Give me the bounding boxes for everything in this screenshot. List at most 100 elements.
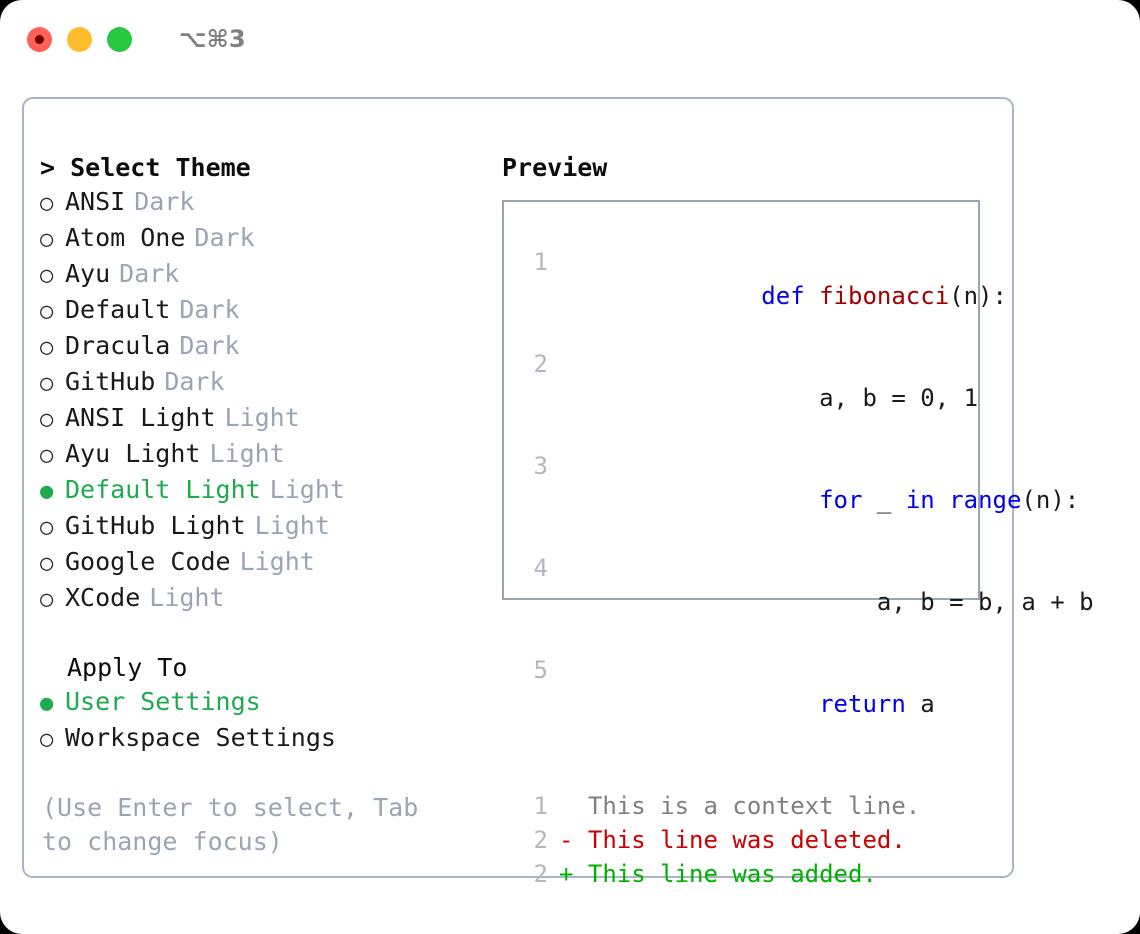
code-token: (n): [1021, 486, 1080, 514]
theme-kind-label: Light [269, 475, 345, 504]
radio-icon: ○ [40, 407, 54, 432]
line-number: 3 [533, 452, 548, 480]
line-number: 2 [533, 350, 548, 378]
theme-name: Dracula [65, 331, 171, 360]
apply-to-option-user-settings[interactable]: ● User Settings [40, 685, 494, 721]
theme-list-item[interactable]: ○ Dracula Dark [40, 329, 494, 365]
close-icon [35, 34, 44, 44]
title-bar: ⌥⌘3 [0, 0, 1140, 78]
theme-name: Ayu Light [65, 439, 201, 468]
theme-list-item[interactable]: ○ GitHub Dark [40, 365, 494, 401]
theme-kind-label: Dark [179, 295, 240, 324]
theme-kind-label: Light [149, 583, 225, 612]
preview-box: 1 def fibonacci(n): 2 a, b = 0, 1 3 [502, 200, 1094, 888]
theme-list-item[interactable]: ○ GitHub Light Light [40, 509, 494, 545]
apply-to-option-workspace-settings[interactable]: ○ Workspace Settings [40, 721, 494, 757]
theme-kind-label: Dark [164, 367, 225, 396]
theme-list-item[interactable]: ○ Google Code Light [40, 545, 494, 581]
theme-list-item[interactable]: ○ ANSI Light Light [40, 401, 494, 437]
code-line: 3 for _ in range(n): [520, 449, 1080, 551]
apply-to-option-label: Workspace Settings [65, 723, 336, 752]
radio-icon: ○ [40, 263, 54, 288]
radio-icon-selected: ● [40, 479, 54, 504]
theme-kind-label: Dark [179, 331, 240, 360]
diff-line-deleted: 2 - This line was deleted. [520, 823, 978, 857]
line-number: 1 [533, 248, 548, 276]
theme-name: Google Code [65, 547, 231, 576]
diff-sign [559, 789, 573, 823]
theme-picker-column: > Select Theme ○ ANSI Dark ○ Atom One Da… [24, 99, 494, 876]
apply-to-heading: Apply To [67, 653, 188, 682]
diff-line-added: 2 + This line was added. [520, 857, 978, 891]
code-token: def [761, 282, 820, 310]
theme-kind-label: Light [254, 511, 330, 540]
code-line: 2 a, b = 0, 1 [520, 347, 979, 449]
radio-icon: ○ [40, 335, 54, 360]
code-blank-line [520, 755, 978, 789]
radio-icon: ○ [40, 551, 54, 576]
theme-list-item[interactable]: ○ Default Dark [40, 293, 494, 329]
code-line: 1 def fibonacci(n): [520, 245, 1007, 347]
theme-name: GitHub Light [65, 511, 246, 540]
theme-list-item[interactable]: ○ Ayu Light Light [40, 437, 494, 473]
theme-kind-label: Light [239, 547, 315, 576]
code-line: 4 a, b = b, a + b [520, 551, 1094, 653]
radio-icon: ○ [40, 443, 54, 468]
radio-icon: ○ [40, 299, 54, 324]
code-token [761, 690, 819, 718]
radio-icon: ○ [40, 227, 54, 252]
radio-icon: ○ [40, 191, 54, 216]
theme-list-item-selected[interactable]: ● Default Light Light [40, 473, 494, 509]
theme-name: ANSI [65, 187, 126, 216]
minimize-button[interactable] [67, 26, 92, 52]
radio-icon: ○ [40, 515, 54, 540]
theme-kind-label: Dark [119, 259, 180, 288]
diff-text: This line was added. [573, 860, 877, 888]
code-token: _ [862, 486, 906, 514]
diff-text: This line was deleted. [573, 826, 906, 854]
line-number: 2 [533, 826, 548, 854]
apply-to-option-label: User Settings [65, 687, 261, 716]
radio-icon-selected: ● [40, 691, 54, 716]
theme-list[interactable]: ○ ANSI Dark ○ Atom One Dark ○ Ayu Dark [40, 185, 494, 617]
radio-icon: ○ [40, 371, 54, 396]
theme-name: GitHub [65, 367, 156, 396]
theme-list-item[interactable]: ○ Atom One Dark [40, 221, 494, 257]
radio-icon: ○ [40, 727, 54, 752]
code-token: range [949, 486, 1022, 514]
code-token: (n): [949, 282, 1007, 310]
diff-text: This is a context line. [573, 792, 921, 820]
theme-list-item[interactable]: ○ ANSI Dark [40, 185, 494, 221]
theme-list-item[interactable]: ○ XCode Light [40, 581, 494, 617]
theme-name: Default [65, 295, 171, 324]
theme-list-item[interactable]: ○ Ayu Dark [40, 257, 494, 293]
theme-name: Default Light [65, 475, 261, 504]
preview-column: Preview 1 def fibonacci(n): 2 a, b = 0, … [494, 99, 1094, 888]
theme-kind-label: Light [224, 403, 300, 432]
theme-name: Ayu [65, 259, 111, 288]
diff-sign: - [559, 826, 574, 854]
close-button[interactable] [27, 26, 52, 52]
keyboard-shortcut-label: ⌥⌘3 [179, 25, 246, 53]
code-token: in [905, 486, 935, 514]
code-token: fibonacci [819, 282, 950, 310]
theme-name: XCode [65, 583, 141, 612]
apply-to-group: Apply To ● User Settings ○ Workspace Set… [40, 651, 494, 757]
line-number: 5 [533, 656, 548, 684]
theme-kind-label: Dark [134, 187, 195, 216]
radio-icon: ○ [40, 587, 54, 612]
keyboard-hint-text: (Use Enter to select, Tab to change focu… [42, 793, 419, 856]
maximize-button[interactable] [107, 26, 132, 52]
select-theme-heading: > Select Theme [40, 153, 251, 182]
traffic-lights [27, 26, 132, 52]
code-token [935, 486, 949, 514]
line-number: 2 [533, 860, 548, 888]
code-token: a, b = b, a + b [761, 588, 1094, 616]
theme-kind-label: Light [209, 439, 285, 468]
preview-heading: Preview [502, 153, 608, 182]
line-number: 4 [533, 554, 548, 582]
theme-name: Atom One [65, 223, 186, 252]
code-token: a [905, 690, 935, 718]
line-number: 1 [533, 792, 548, 820]
theme-kind-label: Dark [194, 223, 255, 252]
